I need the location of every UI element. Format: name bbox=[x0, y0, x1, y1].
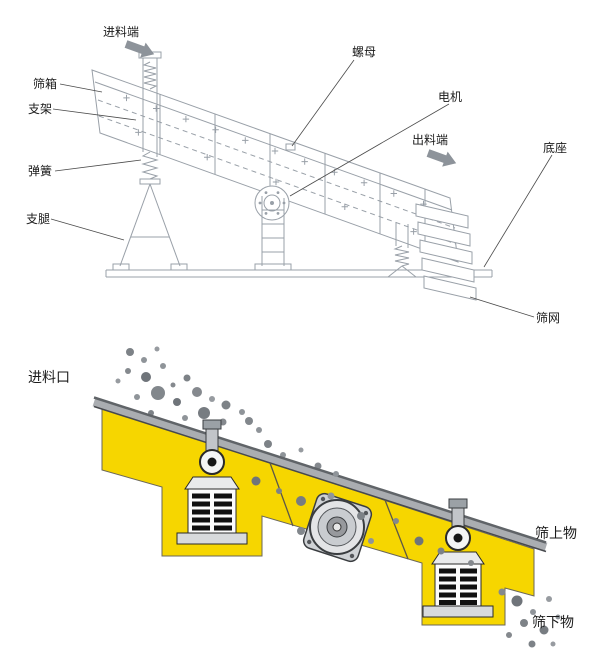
technical-side-view: 进料端 螺母 筛箱 支架 电机 出料端 底座 弹簧 支腿 筛网 bbox=[26, 25, 567, 325]
motor-bolts bbox=[307, 496, 369, 559]
discharge-direction-arrow bbox=[426, 149, 457, 167]
panel-dividers bbox=[269, 462, 409, 560]
label-spring: 弹簧 bbox=[28, 163, 52, 178]
label-oversize-material: 筛上物 bbox=[535, 526, 577, 542]
screen-box-deck bbox=[91, 69, 459, 263]
label-support-leg: 支腿 bbox=[26, 212, 50, 226]
falling-particles-feed-icon bbox=[115, 346, 322, 470]
label-screen-box: 筛箱 bbox=[33, 76, 57, 91]
label-base: 底座 bbox=[543, 140, 567, 155]
cutaway-illustration: 进料口 筛上物 筛下物 bbox=[28, 346, 577, 648]
spring-coil-bars bbox=[439, 568, 477, 605]
feed-direction-arrow bbox=[124, 40, 155, 58]
motor-drawing bbox=[254, 185, 290, 221]
label-motor: 电机 bbox=[438, 90, 462, 104]
label-feed-inlet: 进料口 bbox=[28, 370, 70, 386]
left-support-assembly bbox=[112, 51, 188, 271]
screen-surface-rail bbox=[92, 396, 548, 553]
right-support-assembly bbox=[387, 222, 417, 278]
label-screen-mesh: 筛网 bbox=[536, 310, 560, 325]
label-support-frame: 支架 bbox=[28, 102, 52, 116]
spring-coil-bars bbox=[192, 493, 232, 531]
label-discharge-end: 出料端 bbox=[412, 133, 448, 147]
label-nut: 螺母 bbox=[352, 45, 376, 59]
particles-on-screen-and-undersize bbox=[251, 471, 561, 648]
middle-support-column bbox=[254, 196, 292, 271]
leader-lines bbox=[50, 59, 553, 318]
vibrator-motor bbox=[302, 492, 373, 563]
label-feed-end: 进料端 bbox=[103, 25, 139, 39]
left-spring-assembly bbox=[176, 419, 248, 545]
label-undersize-material: 筛下物 bbox=[532, 615, 574, 631]
screen-mesh-stack bbox=[415, 203, 477, 301]
